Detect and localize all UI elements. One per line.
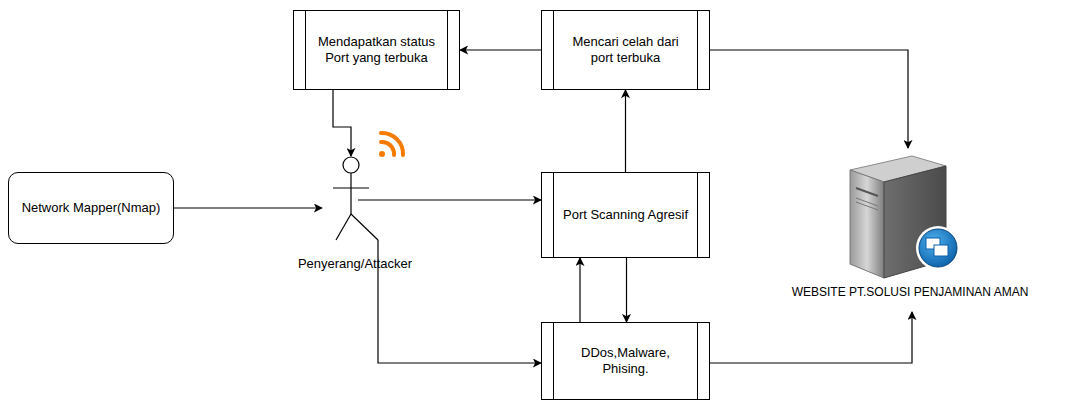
process-box: Port Scanning Agresif [541, 172, 710, 258]
stick-figure [300, 152, 410, 252]
process-box: Mencari celah dari port terbuka [541, 10, 710, 90]
process-box: DDos,Malware, Phising. [541, 322, 710, 400]
arrow-connector [710, 50, 908, 148]
arrow-connector [358, 199, 541, 200]
server-node: WEBSITE PT.SOLUSI PENJAMINAN AMAN [750, 140, 1070, 312]
node-label: Port Scanning Agresif [563, 207, 688, 223]
arrow-connector [579, 258, 580, 322]
node-label: Network Mapper(Nmap) [22, 200, 161, 216]
arrow-connector [460, 49, 541, 50]
actor-figure: Penyerang/Attacker [300, 152, 410, 277]
node-label: Penyerang/Attacker [280, 256, 430, 272]
arrow-connector [625, 90, 626, 172]
node-label: DDos,Malware, Phising. [560, 345, 691, 377]
node-label: Mendapatkan status Port yang terbuka [312, 34, 441, 66]
node-label: WEBSITE PT.SOLUSI PENJAMINAN AMAN [750, 284, 1070, 300]
server-icon [842, 148, 972, 283]
arrow-connector [710, 312, 912, 363]
wifi-icon [379, 133, 403, 157]
arrow-connector [333, 90, 351, 156]
process-box: Mendapatkan status Port yang terbuka [293, 10, 460, 90]
arrow-connector [626, 258, 627, 322]
node-label: Mencari celah dari port terbuka [560, 34, 691, 66]
arrow-connector [174, 207, 322, 208]
start-box: Network Mapper(Nmap) [8, 172, 174, 244]
